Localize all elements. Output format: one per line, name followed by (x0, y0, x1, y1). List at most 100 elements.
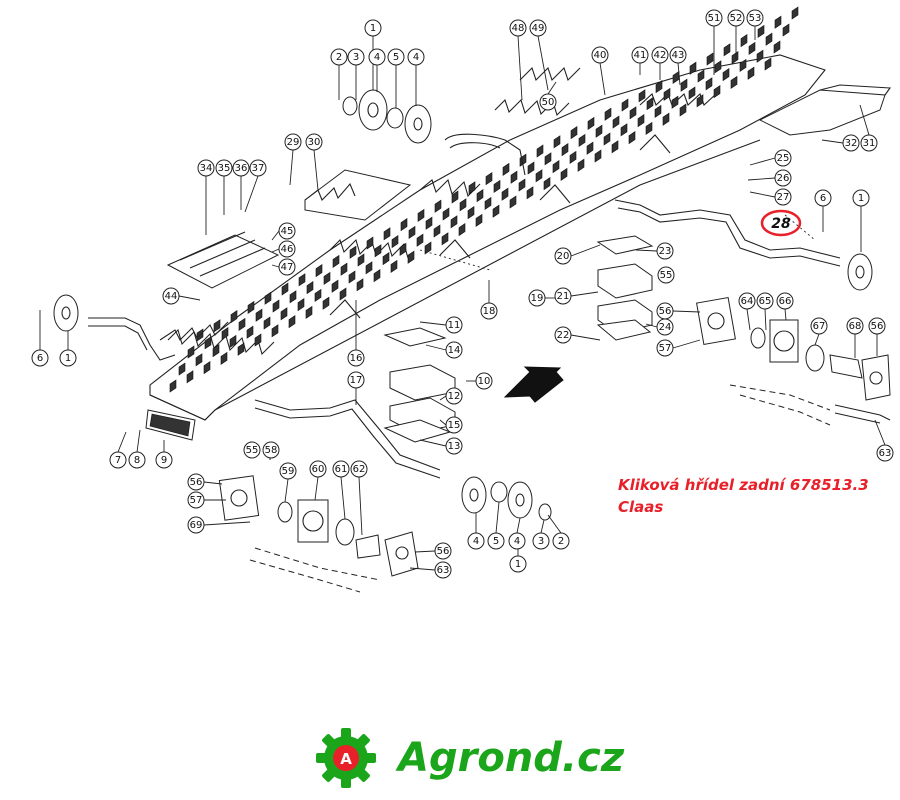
part-callout-label: 48 (512, 23, 525, 34)
part-callout-4: 4 (508, 532, 526, 550)
grate-slot (535, 169, 543, 183)
part-callout-67: 67 (810, 317, 828, 335)
part-callout-label: 9 (161, 455, 167, 466)
part-callout-26: 26 (774, 169, 792, 187)
part-callout-11: 11 (445, 316, 463, 334)
grate-slot (560, 167, 568, 181)
grate-slot (526, 186, 534, 200)
part-caption-title: Kliková hřídel zadní 678513.3 (618, 476, 869, 494)
grate-slot (654, 104, 662, 118)
grate-slot (544, 152, 552, 166)
gear-icon: A (316, 728, 376, 788)
part-callout-label: 40 (594, 50, 607, 61)
part-callout-label: 49 (532, 23, 545, 34)
grate-slot (713, 85, 721, 99)
part-callout-label: 20 (557, 251, 570, 262)
part-callout-label: 1 (858, 193, 864, 204)
leader-line (784, 308, 787, 321)
grate-slot (723, 43, 731, 57)
grate-slot (638, 89, 646, 103)
grate-slot (697, 69, 705, 83)
grate-slot (213, 319, 221, 333)
part-callout-56: 56 (187, 473, 205, 491)
grate-slot (255, 308, 263, 322)
grate-slot (365, 261, 373, 275)
grate-slot (731, 51, 739, 65)
grate-slot (543, 177, 551, 191)
grate-slot (552, 160, 560, 174)
leader-line (570, 244, 601, 257)
grate-slot (475, 213, 483, 227)
part-callout-25: 25 (774, 149, 792, 167)
grate-slot (357, 253, 365, 267)
part-callout-label: 1 (515, 559, 521, 570)
leader-line (570, 334, 601, 341)
part-callout-15: 15 (445, 416, 463, 434)
part-callout-label: 56 (190, 477, 203, 488)
part-callout-18: 18 (480, 302, 498, 320)
part-callout-label: 66 (779, 296, 792, 307)
grate-slot (773, 40, 781, 54)
part-callout-3: 3 (347, 48, 365, 66)
leader-line (599, 62, 606, 96)
leader-line (289, 149, 294, 186)
part-callout-label: 44 (165, 291, 178, 302)
leader-line (764, 308, 767, 331)
grate-slot (569, 150, 577, 164)
grate-slot (382, 252, 390, 266)
part-callout-20: 20 (554, 247, 572, 265)
leader-line (419, 439, 447, 447)
part-callout-29: 29 (284, 133, 302, 151)
part-callout-label: 16 (350, 353, 363, 364)
part-callout-12: 12 (445, 387, 463, 405)
leader-line (859, 104, 870, 136)
part-callout-label: 27 (777, 192, 790, 203)
part-callout-label: 24 (659, 322, 672, 333)
part-callout-label: 6 (820, 193, 826, 204)
part-callout-label: 47 (281, 262, 294, 273)
grate-slot (366, 236, 374, 250)
grate-slot (230, 310, 238, 324)
part-callout-label: 6 (37, 353, 43, 364)
part-callout-5: 5 (487, 532, 505, 550)
part-callout-label: 60 (312, 464, 325, 475)
leader-line (874, 419, 886, 446)
grate-slot (271, 324, 279, 338)
grate-slot (400, 218, 408, 232)
leader-line (749, 191, 776, 198)
grate-slot (323, 271, 331, 285)
grate-slot (417, 208, 425, 222)
part-callout-label: 26 (777, 173, 790, 184)
grate-slot (237, 342, 245, 356)
grate-slot (611, 140, 619, 154)
grate-slot (298, 273, 306, 287)
leader-line (340, 476, 346, 520)
part-callout-58: 58 (262, 441, 280, 459)
grate-slot (645, 121, 653, 135)
grate-slot (637, 114, 645, 128)
grate-slot (739, 58, 747, 72)
part-callout-36: 36 (232, 159, 250, 177)
part-callout-64: 64 (738, 292, 756, 310)
part-callout-31: 31 (860, 134, 878, 152)
part-callout-label: 45 (281, 226, 294, 237)
leader-line (635, 249, 658, 252)
part-callout-label: 1 (370, 23, 376, 34)
part-callout-47: 47 (278, 258, 296, 276)
part-callout-label: 31 (863, 138, 876, 149)
grate-slot (791, 6, 799, 20)
part-callout-label: 21 (557, 291, 570, 302)
part-callout-30: 30 (305, 133, 323, 151)
part-callout-label: 35 (218, 163, 231, 174)
part-callout-46: 46 (278, 240, 296, 258)
part-callout-2: 2 (330, 48, 348, 66)
part-callout-57: 57 (187, 491, 205, 509)
leader-line (117, 431, 127, 453)
leader-line (271, 230, 280, 241)
grate-slot (187, 345, 195, 359)
part-callout-label: 52 (730, 13, 743, 24)
part-callout-56: 56 (868, 317, 886, 335)
part-callout-label: 53 (749, 13, 762, 24)
part-callout-57: 57 (656, 339, 674, 357)
grate-slot (756, 49, 764, 63)
